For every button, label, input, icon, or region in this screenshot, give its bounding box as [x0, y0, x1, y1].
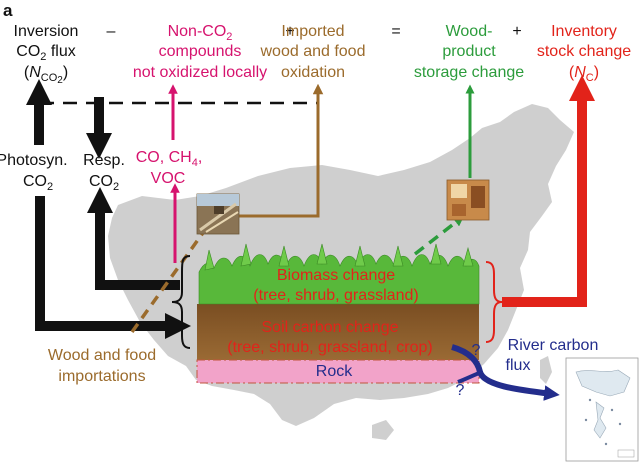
inversion-line3-ncoe: (NCO2)	[24, 64, 68, 86]
ecosystem-block	[196, 243, 480, 384]
operator-plus-2: +	[512, 23, 521, 40]
gases-label-line1: CO, CH4,	[136, 149, 203, 169]
resp-label: Resp.	[83, 152, 125, 169]
inventory-stock-arrow	[502, 75, 595, 307]
imported-line3: oxidation	[281, 64, 345, 81]
wood-food-importations-line1: Wood and food	[48, 347, 156, 364]
inversion-line1: Inversion	[14, 23, 79, 40]
photosyn-label: Photosyn.	[0, 152, 68, 169]
biomass-change-detail: (tree, shrub, grassland)	[253, 287, 418, 304]
sawmill-photo	[196, 193, 240, 235]
imported-line2: wood and food	[260, 43, 366, 60]
river-question-mark-1: ?	[472, 342, 481, 359]
operator-equals: =	[391, 23, 400, 40]
photosynthesis-flux-path	[35, 196, 191, 339]
operator-plus-1: +	[285, 23, 294, 40]
equation-term-wood-storage: Wood- product storage change	[414, 23, 524, 81]
equation-term-inventory-stock: Inventory stock change (NC)	[537, 23, 631, 84]
equation-term-non-co2: Non-CO2 compounds not oxidized locally	[133, 23, 267, 81]
resp-co2-label: CO2	[89, 173, 119, 193]
biomass-change-label: Biomass change	[277, 267, 395, 284]
river-question-mark-2: ?	[456, 382, 465, 399]
photosyn-co2-label: CO2	[23, 173, 53, 193]
inventory-line3-nc: (NC)	[569, 64, 599, 84]
right-stock-brace	[485, 261, 503, 343]
imported-line1: Imported	[281, 23, 344, 40]
imported-oxidation-arrow	[216, 83, 324, 218]
furniture-photo	[446, 179, 490, 221]
respiration-flux-path	[87, 187, 180, 290]
soil-carbon-change-label: Soil carbon change	[262, 319, 399, 336]
river-carbon-label-line2: flux	[506, 357, 531, 374]
taiwan-island	[540, 356, 552, 384]
equation-term-imported-oxidation: Imported wood and food oxidation	[260, 23, 366, 81]
plant-canopy	[198, 243, 480, 305]
river-carbon-label-line1: River carbon	[508, 337, 599, 354]
non-co2-line3: not oxidized locally	[133, 64, 267, 81]
wood-food-import-dashed-arrow	[130, 218, 214, 334]
wood-product-dashed-arrow	[413, 215, 465, 256]
rock-label: Rock	[316, 363, 353, 380]
south-china-sea-inset-map	[565, 357, 639, 462]
equation-term-inversion-flux: Inversion CO2 flux (NCO2)	[14, 23, 79, 86]
wood-food-importations-line2: importations	[58, 368, 145, 385]
non-co2-line1: Non-CO2	[168, 23, 233, 43]
gases-label-line2: VOC	[151, 170, 186, 187]
wood-line2: product	[442, 43, 496, 60]
inversion-line2: CO2 flux	[16, 43, 75, 63]
river-rock-branch	[457, 370, 483, 384]
hainan-island	[372, 420, 394, 440]
inventory-line1: Inventory	[551, 23, 617, 40]
soil-layer	[197, 304, 479, 360]
wood-line3: storage change	[414, 64, 524, 81]
inventory-line2: stock change	[537, 43, 631, 60]
left-ecosystem-brace	[171, 255, 191, 349]
soil-carbon-change-detail: (tree, shrub, grassland, crop)	[227, 339, 432, 356]
non-co2-line2: compounds	[159, 43, 242, 60]
operator-minus: –	[107, 23, 116, 40]
wood-line1: Wood-	[446, 23, 493, 40]
panel-label: a	[3, 1, 13, 20]
